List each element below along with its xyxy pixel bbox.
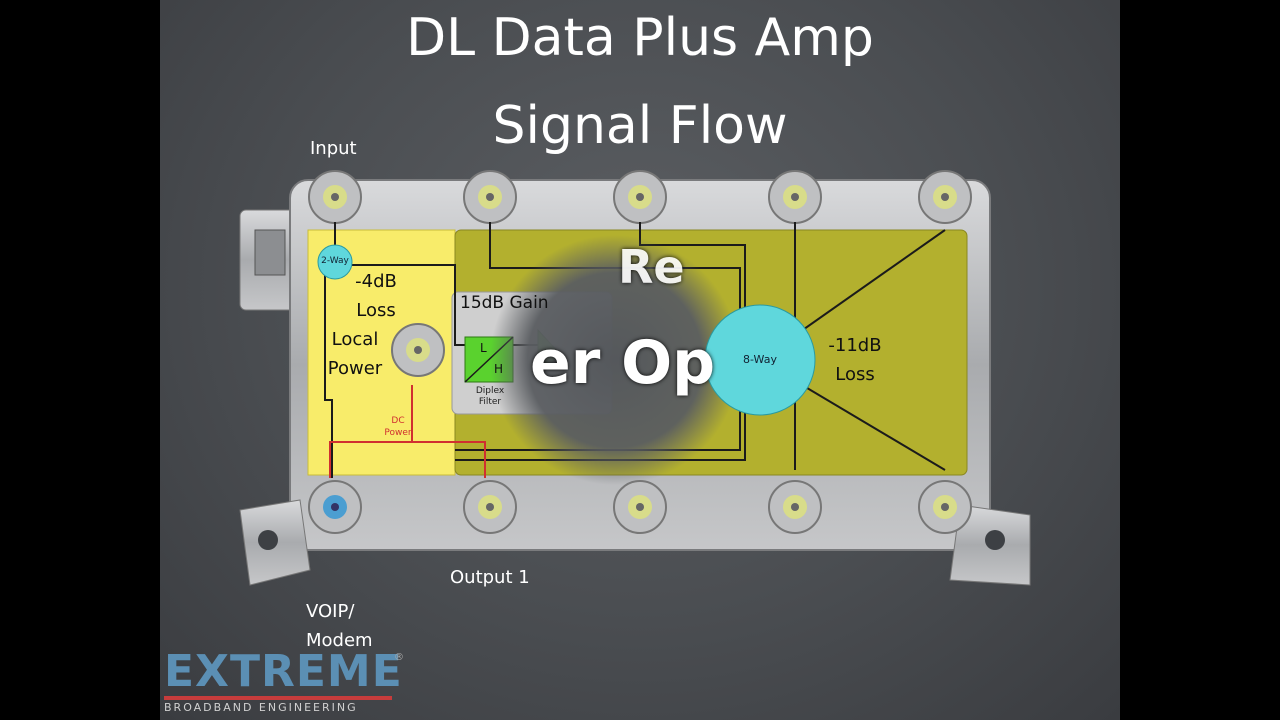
eight-way-label: 8-Way [743,353,777,366]
local-power-line1: Local [331,329,379,350]
logo-underline [164,696,392,700]
voip-label-line1: VOIP/ [306,601,355,622]
top-ports [308,170,972,224]
two-way-label: 2-Way [321,256,349,266]
local-power-text: Local Power [320,326,390,384]
local-power-port [391,323,445,377]
local-loss-text: -4dB Loss [346,268,406,326]
logo-registered-mark: ® [394,652,404,663]
video-overlay-blur [490,235,740,485]
amplifier-diagram [239,170,1031,586]
dc-label-line1: DC [391,416,405,426]
diplex-h-label: H [494,362,504,376]
gain-label: 15dB Gain [460,293,549,313]
splitter-loss-value: -11dB [828,335,882,356]
diplex-line1: Diplex [475,386,505,396]
two-way-splitter [317,244,353,280]
dc-power-label: DC Power [378,416,418,439]
diplex-l-label: L [480,341,487,355]
output1-label: Output 1 [450,567,530,588]
chalkboard-slide: DL Data Plus Amp Signal Flow [160,0,1120,720]
logo-subtitle: BROADBAND ENGINEERING [164,701,358,714]
splitter-loss-text: -11dB Loss [820,332,890,390]
voip-modem-label: VOIP/ Modem [306,598,373,656]
splitter-loss-word: Loss [835,363,875,385]
slide-title-line2: Signal Flow [492,96,788,156]
logo-wordmark: EXTREME [164,646,403,697]
diplex-line2: Filter [478,396,502,407]
overlay-fragment-1: Re [618,240,685,294]
dc-label-line2: Power [384,427,412,438]
eight-way-splitter [704,304,816,416]
input-label: Input [310,138,357,159]
local-loss-value: -4dB [355,271,397,292]
slide-title-line1: DL Data Plus Amp [406,8,874,68]
local-power-line2: Power [327,357,383,379]
extreme-logo: EXTREME ® BROADBAND ENGINEERING [164,646,404,714]
dc-power-lines [329,385,486,478]
diplex-filter-label: Diplex Filter [465,386,515,408]
local-loss-word: Loss [356,299,396,321]
bottom-ports [308,480,972,534]
voip-label-line2: Modem [306,629,373,651]
overlay-fragment-2: er Op [530,328,716,398]
